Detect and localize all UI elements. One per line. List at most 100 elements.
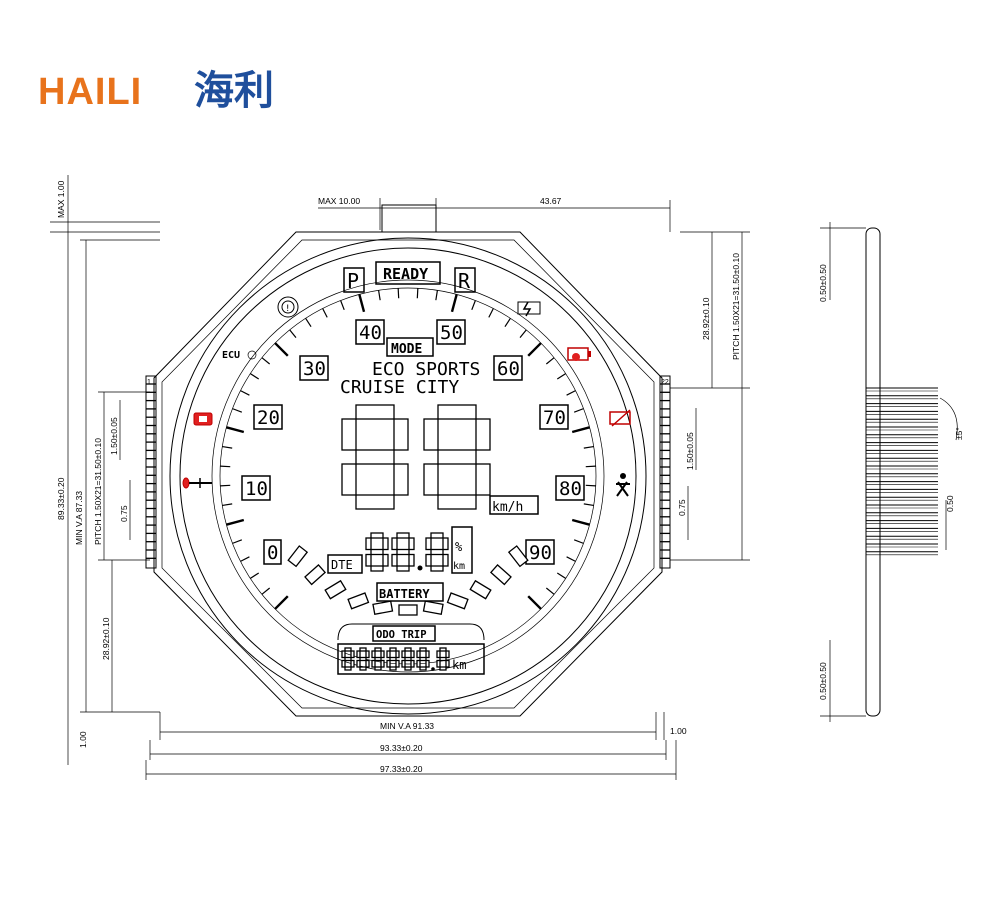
battery-segment [324,579,347,600]
thermometer-icon [182,477,212,489]
segment [380,650,385,659]
mode-block: MODE ECO SPORTS CRUISE CITY [340,337,480,398]
dte-km-label: km [453,561,465,572]
minor-tick [488,308,494,318]
segment [408,553,415,567]
speed-scale-label: 10 [245,478,268,500]
segment [393,418,409,451]
minor-tick [435,290,439,301]
segment [371,650,376,659]
segment [355,404,395,420]
major-tick [226,518,245,526]
minor-tick [305,318,312,328]
charging-battery-icon [517,301,541,317]
parking-brake-icon: ! [277,296,299,318]
dim-93-33: 93.33±0.20 [380,743,423,753]
dte-block: DTE % km [327,526,473,574]
speed-scale-label: 40 [359,322,382,344]
major-tick [358,294,366,313]
speed-scale-box [253,404,283,430]
decimal-point [431,667,435,671]
speed-scale-label: 20 [257,407,280,429]
minor-tick [583,503,594,507]
major-tick [274,342,289,357]
dial [169,237,647,715]
minor-tick [240,556,250,562]
segment [401,650,406,659]
segment [389,647,397,652]
segment [396,532,410,539]
speed-scale-label: 30 [303,358,326,380]
segment [386,650,391,659]
dim-side-angle: ±5° [954,427,964,440]
dim-side-bottom: 0.50±0.50 [818,662,828,700]
logo: HAILI 海利 [38,68,274,114]
segment [380,659,385,668]
segment [475,463,491,496]
segment [425,650,430,659]
segment [344,666,352,671]
minor-tick [504,318,511,328]
minor-tick [573,539,584,544]
segment [341,418,357,451]
segment [425,659,430,668]
speed-scale-label: 70 [543,407,566,429]
percent-label: % [455,540,463,554]
segment [439,647,447,652]
segment [389,656,397,662]
battery-segment [446,592,469,610]
segment [391,537,398,551]
minor-tick [322,308,328,318]
speed-scale-label: 60 [497,358,520,380]
segment [370,548,384,556]
dim-1-00-left: 1.00 [78,731,88,748]
segment [350,659,355,668]
battery-segment [507,545,529,568]
speed-scale-box [355,319,385,345]
speed-scale-label: 0 [267,542,278,564]
battery-segment [347,592,370,610]
minor-tick [222,503,233,507]
minor-tick [232,408,243,413]
segment [419,656,427,662]
segment [439,656,447,662]
ecu-label: ECU [222,350,240,361]
dim-max-10: MAX 10.00 [318,196,360,206]
minor-tick [222,445,233,449]
minor-tick [545,357,555,365]
minor-tick [220,484,231,487]
minor-tick [250,572,260,579]
major-tick [571,426,590,434]
pin-strip-left: 1 [145,375,157,569]
segment [365,659,370,668]
dim-89-33: 89.33±0.20 [56,477,66,520]
minor-tick [261,587,271,595]
minor-tick [583,445,594,449]
pin-label-1: 1 [147,379,151,386]
dim-pitch-right: PITCH 1.50X21=31.50±0.10 [731,253,741,360]
speed-digits [341,404,491,510]
gear-band: P READY R [343,261,476,293]
segment [359,647,367,652]
battery-segment [422,600,444,615]
segment [437,449,477,465]
segment [395,659,400,668]
segment [430,532,444,539]
odo-unit: km [452,658,466,672]
major-tick [226,426,245,434]
logo-latin: HAILI [38,71,142,113]
segment [416,650,421,659]
segment [341,659,346,668]
minor-tick [519,329,527,339]
segment [341,463,357,496]
speed-scale-label: 90 [529,542,552,564]
speed-scale-box [539,404,569,430]
battery-segment [398,604,418,616]
segment [395,650,400,659]
segment [404,666,412,671]
battery-warning-icon [567,347,591,361]
minor-tick [397,288,400,299]
minor-tick [220,465,231,468]
speed-scale-box [299,355,329,381]
